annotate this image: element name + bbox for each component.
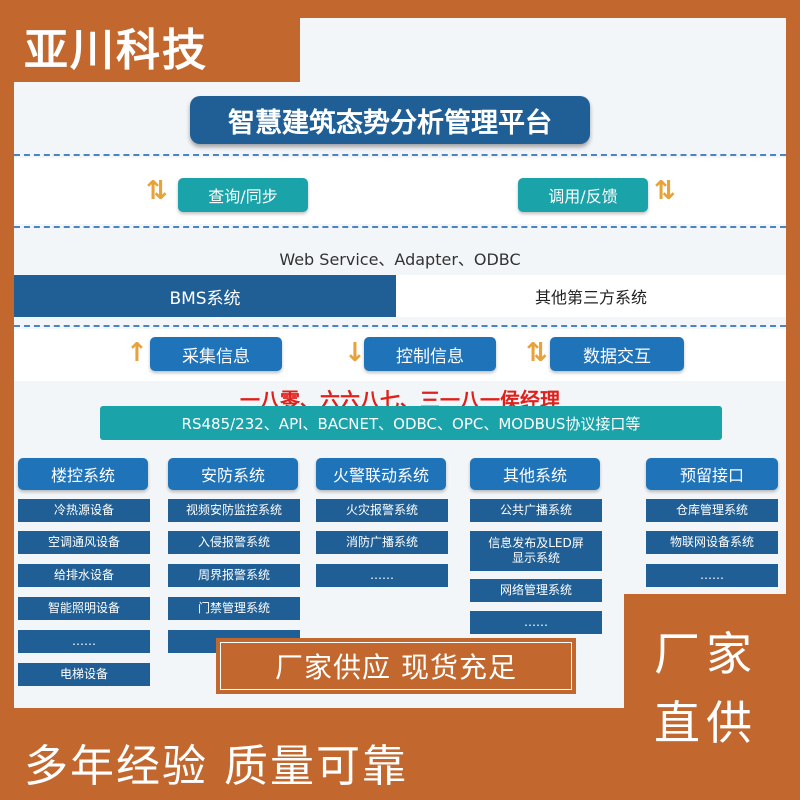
list-item: 视频安防监控系统	[168, 499, 300, 522]
call-feedback-label: 调用/反馈	[518, 178, 648, 212]
list-item: 周界报警系统	[168, 564, 300, 587]
architecture-diagram: 智慧建筑态势分析管理平台 ⇅ 查询/同步 调用/反馈 ⇅ Web Service…	[14, 18, 786, 708]
double-arrow-icon: ⇅	[146, 176, 168, 206]
list-item: 冷热源设备	[18, 499, 150, 522]
list-item: ……	[470, 611, 602, 634]
list-item: 公共广播系统	[470, 499, 602, 522]
corner-line-1: 厂家	[654, 627, 758, 681]
promo-text: 厂家供应 现货充足	[275, 651, 517, 684]
query-sync-label: 查询/同步	[178, 178, 308, 212]
control-info-label: 控制信息	[364, 337, 496, 371]
divider-line	[14, 226, 786, 228]
list-item: ……	[18, 630, 150, 653]
corner-slogan: 厂家 直供	[654, 620, 758, 758]
list-item: 消防广播系统	[316, 531, 448, 554]
bms-system-bar: BMS系统	[14, 275, 396, 317]
platform-title: 智慧建筑态势分析管理平台	[190, 96, 590, 144]
list-item: 电梯设备	[18, 663, 150, 686]
protocol-line-top: Web Service、Adapter、ODBC	[279, 250, 521, 269]
list-item: 信息发布及LED屏 显示系统	[470, 531, 602, 571]
column-head-other-systems: 其他系统	[470, 458, 600, 490]
list-item: 空调通风设备	[18, 531, 150, 554]
list-item: 给排水设备	[18, 564, 150, 587]
promo-supply-box: 厂家供应 现货充足	[216, 638, 576, 694]
bottom-slogan: 多年经验 质量可靠	[24, 741, 408, 792]
list-item: 网络管理系统	[470, 579, 602, 602]
double-arrow-icon: ⇅	[526, 338, 548, 368]
brand-name: 亚川科技	[24, 25, 208, 76]
list-item: ……	[316, 564, 448, 587]
corner-line-2: 直供	[654, 696, 758, 750]
up-arrow-icon: ↑	[126, 338, 148, 368]
list-item: 物联网设备系统	[646, 531, 778, 554]
divider-line	[14, 325, 786, 327]
third-party-system-bar: 其他第三方系统	[396, 275, 786, 317]
list-item: ……	[646, 564, 778, 587]
list-item: 火灾报警系统	[316, 499, 448, 522]
collect-info-label: 采集信息	[150, 337, 282, 371]
brand-banner: 亚川科技	[0, 0, 300, 82]
promo-border	[220, 642, 572, 690]
column-head-security: 安防系统	[168, 458, 298, 490]
list-item: 门禁管理系统	[168, 597, 300, 620]
double-arrow-icon: ⇅	[654, 176, 676, 206]
corner-banner: 厂家 直供	[624, 594, 800, 800]
divider-line	[14, 154, 786, 156]
list-item: 智能照明设备	[18, 597, 150, 620]
sync-band	[14, 158, 786, 224]
list-item: 入侵报警系统	[168, 531, 300, 554]
column-head-building-control: 楼控系统	[18, 458, 148, 490]
down-arrow-icon: ↓	[344, 338, 366, 368]
data-exchange-label: 数据交互	[550, 337, 684, 371]
protocol-line-bottom: RS485/232、API、BACNET、ODBC、OPC、MODBUS协议接口…	[100, 406, 722, 440]
column-head-reserved-interface: 预留接口	[646, 458, 778, 490]
list-item: 仓库管理系统	[646, 499, 778, 522]
column-head-fire-alarm: 火警联动系统	[316, 458, 446, 490]
